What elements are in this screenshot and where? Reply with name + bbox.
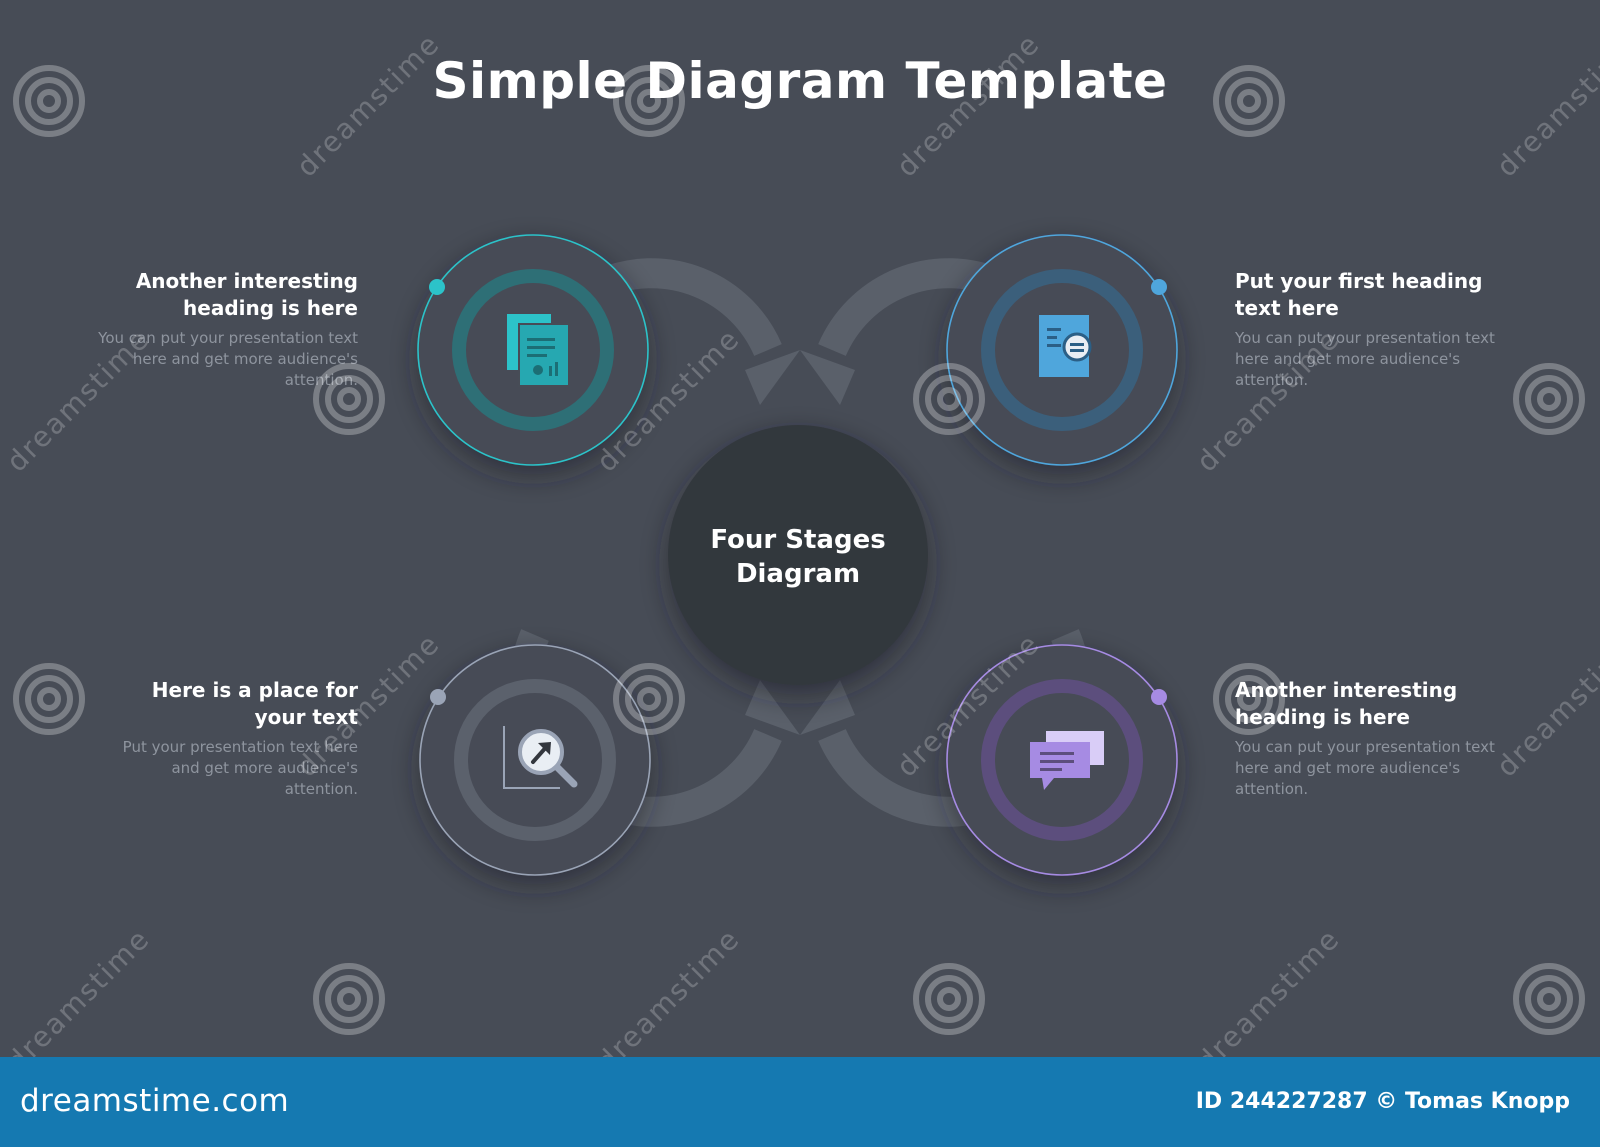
dreamstime-spiral-icon bbox=[912, 362, 986, 436]
stage-node-bottom-left bbox=[419, 644, 651, 876]
dreamstime-spiral-icon bbox=[612, 64, 686, 138]
dreamstime-spiral-icon bbox=[1512, 962, 1586, 1036]
dreamstime-spiral-icon bbox=[312, 962, 386, 1036]
documents-chart-icon bbox=[507, 314, 570, 387]
page-title: Simple Diagram Template bbox=[432, 52, 1168, 110]
footer-bar: dreamstime.com ID 244227287 © Tomas Knop… bbox=[0, 1057, 1600, 1147]
stage-text-top-left: Another interesting heading is here You … bbox=[98, 268, 358, 391]
stage-node-top-right bbox=[946, 234, 1178, 466]
footer-brand: dreamstime.com bbox=[20, 1083, 290, 1119]
center-label-line2: Diagram bbox=[736, 559, 860, 589]
center-label-line1: Four Stages bbox=[710, 525, 885, 555]
stage-text-top-right: Put your first heading text here You can… bbox=[1235, 268, 1495, 391]
stage-heading: Another interesting heading is here bbox=[1235, 678, 1458, 729]
dreamstime-spiral-icon bbox=[1512, 362, 1586, 436]
dreamstime-spiral-icon bbox=[1212, 64, 1286, 138]
stage-node-bottom-right bbox=[946, 644, 1178, 876]
stage-heading: Here is a place for your text bbox=[151, 678, 358, 729]
stage-heading: Another interesting heading is here bbox=[135, 269, 358, 320]
diagram-graphic: Four Stages Diagram bbox=[417, 234, 1178, 876]
document-search-icon bbox=[1039, 315, 1092, 377]
dreamstime-spiral-icon bbox=[12, 662, 86, 736]
stage-heading: Put your first heading text here bbox=[1235, 269, 1483, 320]
center-node: Four Stages Diagram bbox=[668, 425, 928, 685]
stage-body: You can put your presentation text here … bbox=[1235, 738, 1495, 798]
chat-bubbles-icon bbox=[1030, 729, 1106, 790]
stage-body: You can put your presentation text here … bbox=[1235, 329, 1495, 389]
dreamstime-spiral-icon bbox=[912, 962, 986, 1036]
stage-text-bottom-left: Here is a place for your text Put your p… bbox=[98, 677, 358, 800]
chart-magnifier-icon bbox=[503, 726, 578, 789]
stage-node-top-left bbox=[417, 234, 649, 466]
stage-body: You can put your presentation text here … bbox=[98, 329, 358, 389]
footer-image-id: ID 244227287 © Tomas Knopp bbox=[1195, 1089, 1570, 1114]
dreamstime-spiral-icon bbox=[12, 64, 86, 138]
dreamstime-spiral-icon bbox=[312, 362, 386, 436]
stage-text-bottom-right: Another interesting heading is here You … bbox=[1235, 677, 1495, 800]
dreamstime-spiral-icon bbox=[1212, 662, 1286, 736]
dreamstime-spiral-icon bbox=[612, 662, 686, 736]
stage-body: Put your presentation text here and get … bbox=[122, 738, 358, 798]
